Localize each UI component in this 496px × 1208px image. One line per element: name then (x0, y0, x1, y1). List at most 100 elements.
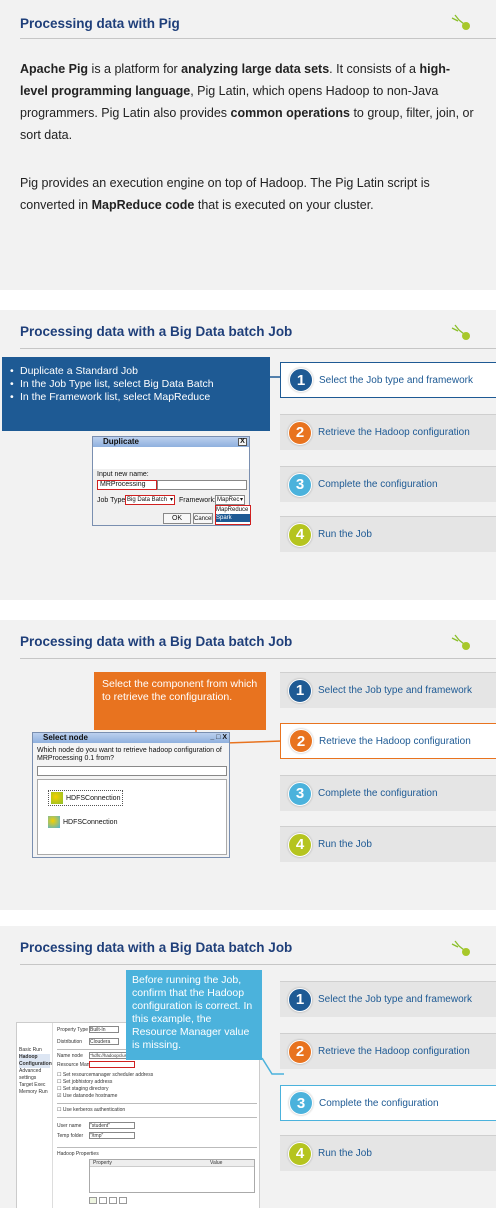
move-down-icon[interactable] (119, 1197, 127, 1204)
node-label: HDFSConnection (66, 794, 121, 802)
pig-paragraph-2: Pig provides an execution engine on top … (20, 172, 476, 216)
framework-label: Framework: (179, 497, 216, 504)
run-view-sidebar: Basic Run Hadoop Configuration Advanced … (17, 1023, 53, 1208)
sidebar-item[interactable]: Target Exec (19, 1082, 46, 1088)
name-input[interactable]: MRProcessing (97, 480, 157, 490)
dialog-title: Select node (43, 733, 88, 742)
input-label: Input new name: (97, 471, 149, 478)
slide-title: Processing data with a Big Data batch Jo… (20, 324, 293, 339)
step-label: Retrieve the Hadoop configuration (318, 427, 470, 438)
chevron-down-icon: ▾ (239, 497, 243, 503)
checkbox-label: Set jobhistory address (62, 1079, 113, 1085)
checkbox-item[interactable]: ☐ Set staging directory (57, 1086, 109, 1092)
property-select[interactable]: Built-In (89, 1026, 119, 1033)
text-run: Pig provides an execution engine on top … (20, 176, 430, 212)
resource-manager-input[interactable] (89, 1061, 135, 1068)
text-run: that is executed on your cluster. (194, 198, 374, 212)
step-label: Run the Job (318, 839, 372, 850)
option-mapreduce[interactable]: MapReduce (216, 507, 249, 513)
checkbox-label: Use datanode hostname (62, 1093, 118, 1099)
move-up-icon[interactable] (109, 1197, 117, 1204)
talend-logo-icon (451, 940, 470, 956)
add-row-icon[interactable] (89, 1197, 97, 1204)
pig-paragraph-1: Apache Pig is a platform for analyzing l… (20, 58, 476, 146)
check-list: ☐ Set resourcemanager scheduler address … (57, 1072, 153, 1100)
strong-text: analyzing large data sets (181, 62, 330, 76)
user-input[interactable]: "student" (89, 1122, 135, 1129)
checkbox-item[interactable]: ☐ Set resourcemanager scheduler address (57, 1072, 154, 1078)
slide-title: Processing data with a Big Data batch Jo… (20, 634, 293, 649)
hadoop-properties-label: Hadoop Properties (57, 1151, 99, 1157)
user-label: User name (57, 1123, 82, 1129)
step-number: 4 (288, 1141, 312, 1166)
namenode-label: Name node (57, 1053, 83, 1059)
step-number: 1 (289, 368, 313, 392)
option-spark[interactable]: Spark (216, 514, 250, 522)
job-type-select[interactable]: Big Data Batch▾ (125, 495, 175, 505)
checkbox-item[interactable]: ☐ Set jobhistory address (57, 1079, 113, 1085)
remove-row-icon[interactable] (99, 1197, 107, 1204)
filter-input[interactable] (37, 766, 227, 776)
slide-title: Processing data with a Big Data batch Jo… (20, 940, 293, 955)
framework-select[interactable]: MapRec▾ (215, 495, 245, 505)
step-number: 1 (288, 987, 312, 1012)
sidebar-item[interactable]: Advanced settings (19, 1068, 42, 1081)
step-label: Run the Job (318, 529, 372, 540)
dialog-banner (93, 447, 249, 469)
ok-button[interactable]: OK (163, 513, 191, 524)
column-header: Property (93, 1160, 112, 1166)
text-run: , Pig Latin, which opens Hadoop to non-J… (20, 84, 439, 120)
close-icon[interactable]: X (238, 438, 247, 446)
distribution-select[interactable]: Cloudera (89, 1038, 119, 1045)
resource-manager-label: Resource Manager (57, 1062, 100, 1068)
framework-dropdown[interactable]: MapReduce Spark (215, 505, 251, 525)
column-header: Value (210, 1160, 223, 1166)
component-icon (48, 816, 60, 828)
instruction-item: In the Job Type list, select Big Data Ba… (10, 378, 260, 391)
step-label: Run the Job (318, 1148, 372, 1159)
property-label: Property Type (57, 1027, 89, 1033)
checkbox-label: Set resourcemanager scheduler address (62, 1072, 154, 1078)
temp-input[interactable]: "/tmp" (89, 1132, 135, 1139)
step-4[interactable]: 4 Run the Job (280, 1135, 496, 1171)
step-label: Select the Job type and framework (318, 685, 472, 696)
talend-logo-icon (451, 14, 470, 30)
step-label: Retrieve the Hadoop configuration (319, 735, 471, 747)
strong-text: high-level programming language (20, 62, 451, 98)
cancel-button[interactable]: Cancel (193, 513, 213, 524)
window-buttons[interactable]: _ □ X (210, 734, 227, 741)
framework-value: MapRec (217, 497, 240, 503)
checkbox-item[interactable]: ☑ Use datanode hostname (57, 1093, 118, 1099)
slide-batch-job-step2: Processing data with a Big Data batch Jo… (0, 620, 496, 910)
step-label: Complete the configuration (319, 1097, 439, 1109)
instruction-callout: Before running the Job, confirm that the… (126, 970, 262, 1060)
step-number: 3 (288, 781, 312, 806)
select-node-dialog: Select node_ □ X Which node do you want … (32, 732, 230, 858)
talend-logo-icon (451, 634, 470, 650)
step-1[interactable]: 1 Select the Job type and framework (280, 362, 496, 398)
node-item[interactable]: HDFSConnection (48, 816, 117, 828)
sidebar-item[interactable]: Basic Run (19, 1047, 42, 1053)
job-type-label: Job Type: (97, 497, 128, 504)
slide-batch-job-step3: Processing data with a Big Data batch Jo… (0, 926, 496, 1208)
strong-text: Apache Pig (20, 62, 89, 76)
step-label: Select the Job type and framework (319, 374, 473, 386)
step-number: 4 (288, 832, 312, 857)
checkbox-item[interactable]: ☐ Use kerberos authentication (57, 1107, 126, 1113)
strong-text: MapReduce code (91, 198, 195, 212)
step-4[interactable]: 4 Run the Job (280, 826, 496, 862)
node-item[interactable]: HDFSConnection (48, 790, 124, 806)
sidebar-item[interactable]: Memory Run (19, 1089, 48, 1095)
sidebar-item-hadoop-configuration[interactable]: Hadoop Configuration (19, 1054, 52, 1068)
step-label: Complete the configuration (318, 479, 438, 490)
